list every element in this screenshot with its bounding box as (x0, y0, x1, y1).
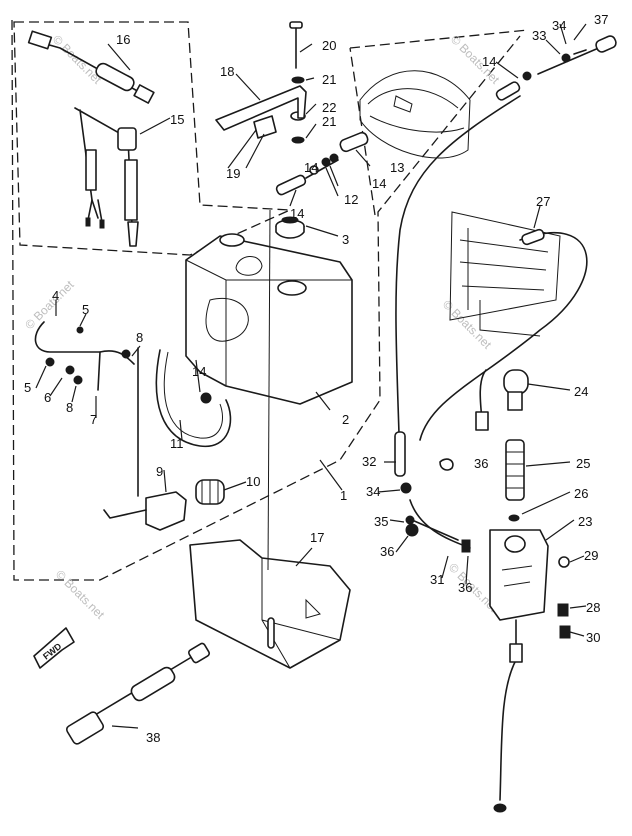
callout-34: 34 (552, 18, 566, 33)
kit-boundary-main (11, 19, 521, 581)
callout-3: 3 (342, 232, 349, 247)
part-3-fuel-cap (275, 216, 305, 239)
callout-37: 37 (594, 12, 608, 27)
callout-34: 34 (366, 484, 380, 499)
part-24-connector (475, 369, 529, 431)
part-31-fuel-hose (409, 499, 471, 549)
callout-38: 38 (146, 730, 160, 745)
callout-labels: 16 15 20 21 22 21 18 19 13 14 12 14 3 14… (24, 12, 608, 745)
callout-35: 35 (374, 514, 388, 529)
part-16-fuel-line-connector (27, 30, 155, 104)
callout-8: 8 (66, 400, 73, 415)
part-20-bolt (289, 21, 303, 69)
part-18-tank-strap (215, 85, 307, 139)
callout-10: 10 (246, 474, 260, 489)
callout-29: 29 (584, 548, 598, 563)
part-14-clamp (200, 392, 212, 404)
engine-cowling-top (359, 70, 471, 159)
kit-boundary-right (349, 29, 529, 216)
callout-15: 15 (170, 112, 184, 127)
fuel-feed-pipe (493, 619, 523, 813)
part-34-clamp (400, 482, 412, 494)
callout-28: 28 (586, 600, 600, 615)
part-17-tank-bracket (189, 539, 351, 669)
part-10-fuel-filter (195, 479, 225, 505)
part-27-vent-hose (419, 228, 588, 441)
watermark: © Boats.net (53, 567, 108, 622)
part-9-fuel-pump (103, 347, 187, 531)
kit-boundary-upper-left (13, 21, 291, 256)
part-21-washer (291, 136, 305, 144)
callout-16: 16 (116, 32, 130, 47)
callout-6: 6 (44, 390, 51, 405)
part-36-clip (405, 523, 419, 537)
callout-4: 4 (52, 288, 59, 303)
callout-5: 5 (24, 380, 31, 395)
part-32-hose (394, 431, 406, 477)
callout-36: 36 (380, 544, 394, 559)
callout-24: 24 (574, 384, 588, 399)
part-11-fuel-hose-outline (163, 351, 223, 439)
callout-7: 7 (90, 412, 97, 427)
watermark: © Boats.net (50, 32, 105, 87)
part-36-clip (439, 458, 454, 471)
callout-21: 21 (322, 72, 336, 87)
callout-36: 36 (458, 580, 472, 595)
callout-32: 32 (362, 454, 376, 469)
callout-22: 22 (322, 100, 336, 115)
part-4-joint-hose (34, 321, 135, 391)
callout-25: 25 (576, 456, 590, 471)
callout-30: 30 (586, 630, 600, 645)
callout-14: 14 (290, 206, 304, 221)
callout-11: 11 (170, 436, 184, 451)
callout-23: 23 (578, 514, 592, 529)
callout-9: 9 (156, 464, 163, 479)
callout-26: 26 (574, 486, 588, 501)
callout-14: 14 (304, 160, 318, 175)
part-11-fuel-hose (155, 349, 232, 448)
callout-17: 17 (310, 530, 324, 545)
forward-arrow-icon: FWD (33, 627, 75, 669)
callout-33: 33 (532, 28, 546, 43)
callout-21: 21 (322, 114, 336, 129)
callout-36: 36 (474, 456, 488, 471)
watermark: © Boats.net (22, 277, 77, 332)
callout-1: 1 (340, 488, 347, 503)
part-31-fuel-hose-outline (411, 519, 459, 541)
callout-18: 18 (220, 64, 234, 79)
callout-14: 14 (192, 364, 206, 379)
callout-2: 2 (342, 412, 349, 427)
callout-13: 13 (390, 160, 404, 175)
part-28-plug (557, 603, 569, 617)
part-23-strainer (489, 529, 549, 621)
part-14-hose-clip (275, 174, 307, 196)
callout-20: 20 (322, 38, 336, 53)
part-29-nipple (558, 556, 570, 568)
callout-14: 14 (372, 176, 386, 191)
callout-12: 12 (344, 192, 358, 207)
callout-14: 14 (482, 54, 496, 69)
part-36-clip (461, 539, 471, 553)
watermark: © Boats.net (440, 297, 495, 352)
part-38-fuel-hose (65, 642, 211, 745)
callout-8: 8 (136, 330, 143, 345)
part-15-lead-assembly (74, 107, 139, 247)
reference-line (267, 209, 271, 571)
part-13-hose (339, 131, 369, 153)
engine-block-lower (449, 211, 561, 337)
part-30-screw (559, 625, 571, 639)
callout-19: 19 (226, 166, 240, 181)
fuel-hose-run (395, 35, 617, 471)
callout-5: 5 (82, 302, 89, 317)
part-25-tube (505, 439, 525, 501)
callout-27: 27 (536, 194, 550, 209)
part-26-o-ring (508, 514, 520, 522)
leader-lines (35, 23, 587, 729)
part-21-washer (291, 76, 305, 84)
part-12-joint (305, 157, 339, 179)
callout-31: 31 (430, 572, 444, 587)
part-14-clamp (329, 153, 339, 163)
